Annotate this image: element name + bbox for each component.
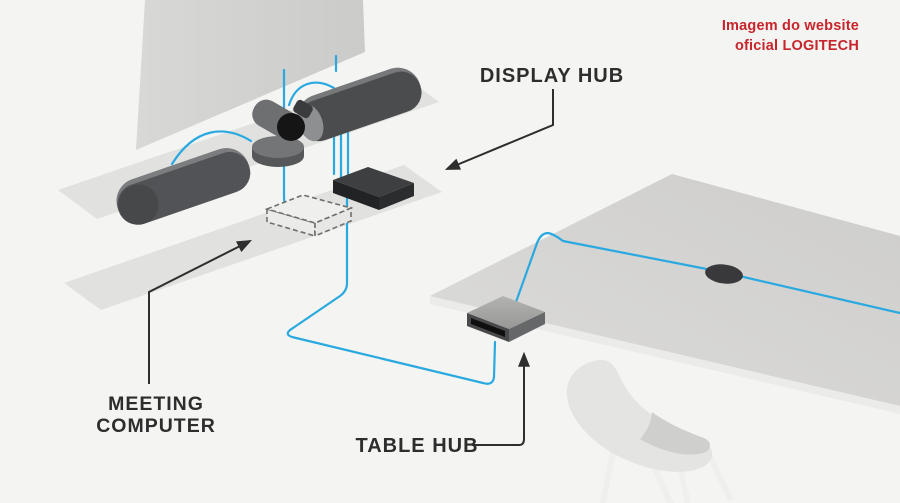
table-hub xyxy=(467,296,545,342)
callout-arrows xyxy=(148,89,554,446)
table-hub-top xyxy=(467,296,545,329)
labels: DISPLAY HUB MEETING COMPUTER TABLE HUB xyxy=(96,65,624,457)
camera-mount xyxy=(293,99,313,119)
table-top xyxy=(430,174,900,406)
cable-table-run xyxy=(514,231,900,315)
credit-note: Imagem do website oficial LOGITECH xyxy=(722,18,859,54)
camera xyxy=(252,99,313,167)
chair-leg-1 xyxy=(600,452,616,503)
meeting-computer-side xyxy=(314,206,352,238)
chair-seat xyxy=(640,412,710,455)
meeting-computer-arrow xyxy=(148,239,253,384)
table-hub-label: TABLE HUB xyxy=(355,435,478,457)
display-hub xyxy=(333,167,414,210)
table-edge xyxy=(430,296,900,414)
meeting-computer-label-line1: MEETING xyxy=(108,393,204,415)
credit-line1: Imagem do website xyxy=(722,18,859,34)
table-hub-slot xyxy=(471,318,505,337)
display-hub-side xyxy=(379,183,414,210)
meeting-computer-label-line2: COMPUTER xyxy=(96,415,216,437)
chair-leg-2 xyxy=(650,464,674,503)
credit-line2: oficial LOGITECH xyxy=(735,38,859,54)
camera-lens xyxy=(277,113,305,141)
conference-table xyxy=(430,174,900,414)
meeting-computer-top xyxy=(264,194,354,224)
display-hub-top xyxy=(333,167,414,197)
cable-display-hub-to-table-hub xyxy=(286,196,497,385)
right-speaker-body xyxy=(298,71,422,142)
table-hub-side xyxy=(509,312,545,342)
left-speaker xyxy=(116,148,251,225)
cable-left-speaker-to-camera xyxy=(170,130,253,166)
chair xyxy=(566,359,734,503)
display-hub-label: DISPLAY HUB xyxy=(480,65,624,87)
table-grommet xyxy=(705,264,743,284)
camera-base-top xyxy=(252,136,304,158)
table-hub-arrow xyxy=(472,351,530,446)
left-speaker-end xyxy=(118,184,159,225)
display-hub-front xyxy=(333,180,379,210)
meeting-computer-box xyxy=(264,194,354,238)
wall-display xyxy=(136,0,365,150)
cable-camera-to-right-speaker xyxy=(287,81,336,107)
display-hub-arrow xyxy=(444,89,554,170)
